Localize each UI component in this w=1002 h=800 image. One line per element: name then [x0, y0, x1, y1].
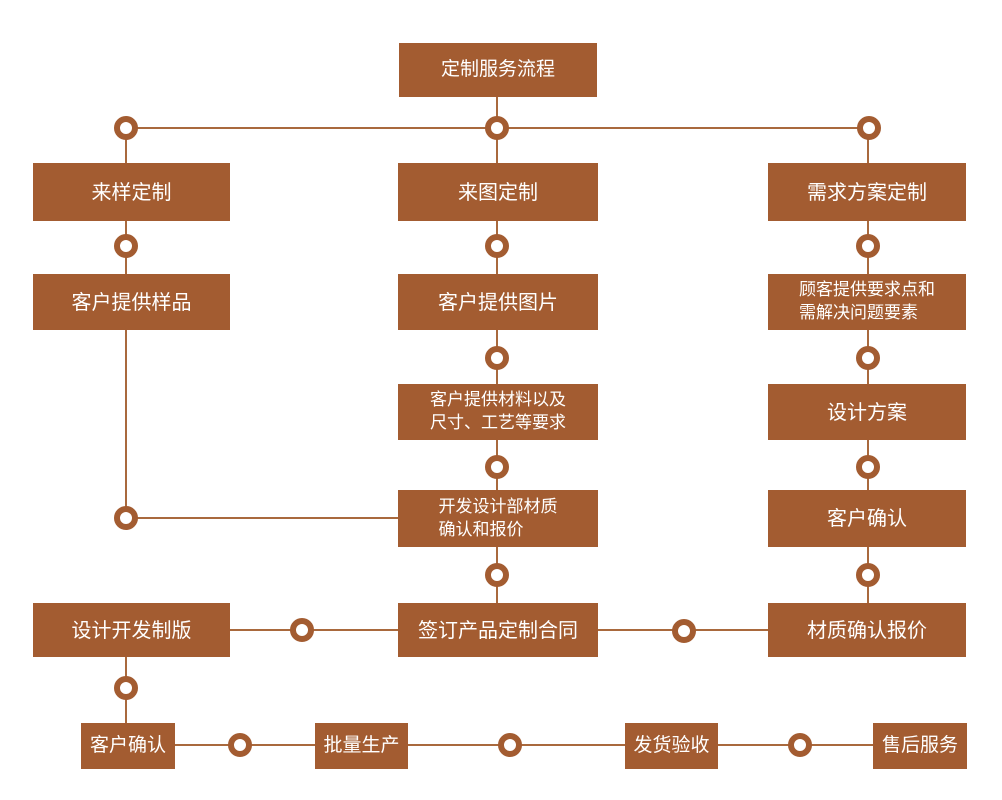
node-provide-drawing-label: 客户提供图片 [438, 289, 558, 314]
node-mass-production: 批量生产 [315, 723, 408, 769]
node-dev-material-quote-label: 开发设计部材质 确认和报价 [438, 496, 558, 540]
node-root: 定制服务流程 [399, 43, 597, 97]
connector-ring [114, 234, 138, 258]
connector-line [125, 128, 127, 163]
node-provide-requirements: 顾客提供要求点和 需解决问题要素 [768, 274, 966, 330]
connector-ring [485, 234, 509, 258]
node-design-plan: 设计方案 [768, 384, 966, 440]
node-design-plate: 设计开发制版 [33, 603, 230, 657]
connector-ring [114, 116, 138, 140]
node-provide-sample: 客户提供样品 [33, 274, 230, 330]
connector-ring [228, 733, 252, 757]
node-provide-sample-label: 客户提供样品 [71, 289, 192, 314]
node-customer-confirm-right-label: 客户确认 [827, 506, 907, 530]
connector-line [125, 330, 127, 518]
node-sign-contract: 签订产品定制合同 [398, 603, 598, 657]
node-material-confirm-quote: 材质确认报价 [768, 603, 966, 657]
connector-ring [485, 116, 509, 140]
connector-ring [485, 563, 509, 587]
node-after-sales: 售后服务 [873, 723, 967, 769]
connector-ring [290, 618, 314, 642]
connector-line [230, 629, 398, 631]
node-branch-drawing: 来图定制 [398, 163, 598, 221]
connector-ring [857, 116, 881, 140]
node-provide-drawing: 客户提供图片 [398, 274, 598, 330]
node-material-confirm-quote-label: 材质确认报价 [807, 617, 927, 642]
node-branch-drawing-label: 来图定制 [458, 179, 538, 204]
node-branch-plan: 需求方案定制 [768, 163, 966, 221]
connector-ring [672, 619, 696, 643]
node-branch-plan-label: 需求方案定制 [807, 179, 927, 204]
node-customer-confirm-right: 客户确认 [768, 490, 966, 547]
connector-ring [856, 346, 880, 370]
connector-ring [498, 733, 522, 757]
node-shipping-acceptance: 发货验收 [625, 723, 718, 769]
node-provide-requirements-label: 顾客提供要求点和 需解决问题要素 [799, 280, 935, 323]
connector-ring [485, 346, 509, 370]
node-root-label: 定制服务流程 [440, 58, 555, 81]
node-material-requirements: 客户提供材料以及 尺寸、工艺等要求 [398, 384, 598, 440]
connector-line [126, 517, 398, 519]
node-branch-sample-label: 来样定制 [91, 179, 172, 204]
node-sign-contract-label: 签订产品定制合同 [418, 617, 578, 642]
node-shipping-acceptance-label: 发货验收 [633, 734, 710, 757]
connector-ring [114, 676, 138, 700]
node-design-plate-label: 设计开发制版 [71, 617, 192, 642]
node-mass-production-label: 批量生产 [323, 734, 400, 757]
node-dev-material-quote: 开发设计部材质 确认和报价 [398, 490, 598, 547]
node-material-requirements-label: 客户提供材料以及 尺寸、工艺等要求 [430, 390, 566, 433]
node-branch-sample: 来样定制 [33, 163, 230, 221]
connector-ring [856, 455, 880, 479]
connector-line [867, 128, 869, 163]
connector-ring [788, 733, 812, 757]
node-design-plan-label: 设计方案 [827, 399, 907, 424]
connector-ring [856, 234, 880, 258]
connector-ring [114, 506, 138, 530]
node-customer-confirm-bottom-label: 客户确认 [89, 734, 166, 757]
connector-ring [856, 563, 880, 587]
connector-ring [485, 455, 509, 479]
node-customer-confirm-bottom: 客户确认 [81, 723, 175, 769]
node-after-sales-label: 售后服务 [881, 734, 958, 757]
